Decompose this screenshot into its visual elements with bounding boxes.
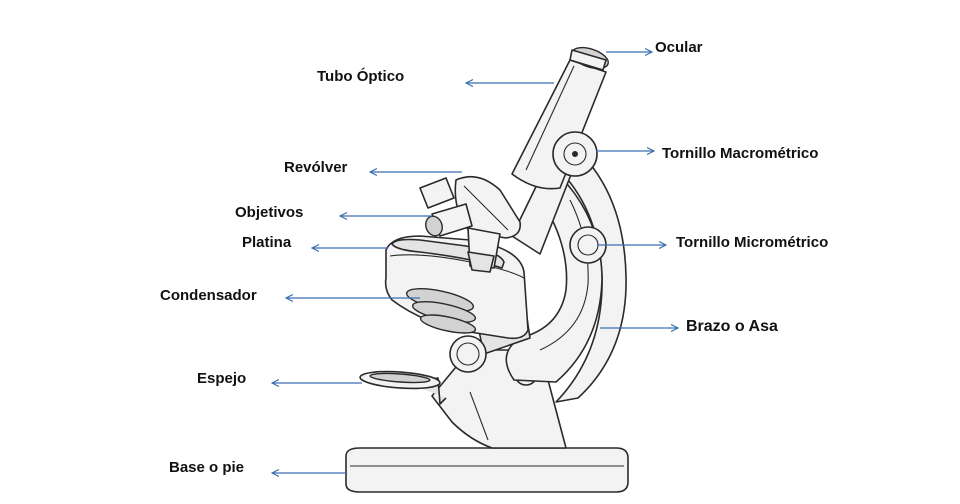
label-tubo-optico: Tubo Óptico <box>317 68 405 85</box>
label-brazo-o-asa: Brazo o Asa <box>686 318 778 335</box>
label-objetivos: Objetivos <box>235 204 304 221</box>
condenser-shape <box>405 288 477 334</box>
lower-knob <box>449 335 487 373</box>
label-base-o-pie: Base o pie <box>169 459 245 476</box>
label-platina: Platina <box>242 234 292 251</box>
arm-shape <box>505 139 627 403</box>
label-ocular: Ocular <box>655 39 703 56</box>
mirror-shape <box>359 370 447 405</box>
label-revolver: Revólver <box>284 159 348 176</box>
optical-tube-shape <box>511 46 609 190</box>
base-shape <box>345 447 629 493</box>
label-condensador: Condensador <box>160 287 257 304</box>
objectives-shape <box>419 177 501 273</box>
label-tornillo-macrometrico: Tornillo Macrométrico <box>662 145 819 162</box>
label-tornillo-micrometrico: Tornillo Micrométrico <box>676 234 829 251</box>
label-espejo: Espejo <box>197 370 247 387</box>
